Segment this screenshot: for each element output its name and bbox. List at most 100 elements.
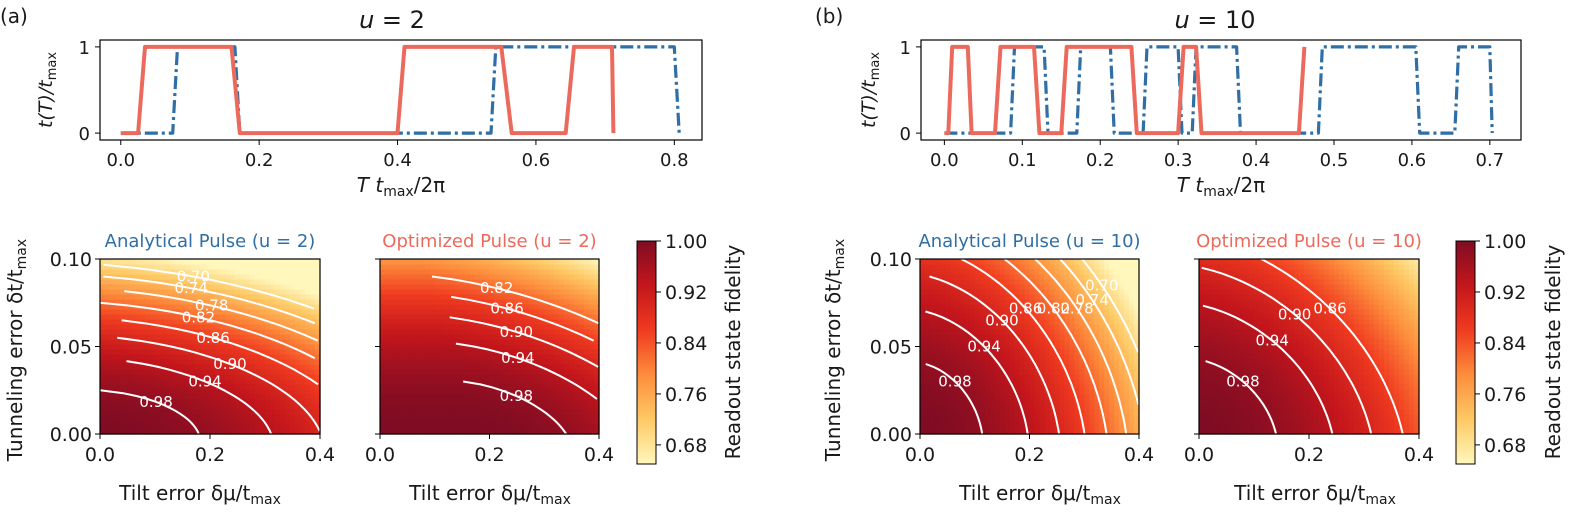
heat-cell <box>1214 404 1220 410</box>
heat-cell <box>489 264 496 270</box>
heat-cell <box>1199 424 1205 430</box>
heat-cell <box>1099 289 1105 295</box>
heat-cell <box>1019 389 1026 395</box>
heat-cell <box>1039 319 1046 325</box>
heat-cell <box>305 399 311 405</box>
heat-cell <box>1229 294 1235 300</box>
heat-cell <box>1024 344 1031 350</box>
heat-cell <box>1204 389 1210 395</box>
contour-label: 0.82 <box>182 308 215 326</box>
heat-cell <box>434 354 441 360</box>
heat-cell <box>519 329 525 335</box>
heat-cell <box>1084 404 1090 410</box>
heat-cell <box>155 374 161 380</box>
heat-cell <box>1204 319 1210 325</box>
heat-cell <box>504 309 511 315</box>
heat-cell <box>1209 329 1215 335</box>
heat-cell <box>409 414 416 420</box>
heat-cell <box>1129 354 1135 360</box>
heat-cell <box>295 264 301 270</box>
heat-cell <box>464 319 471 325</box>
heat-cell <box>265 404 271 410</box>
heat-cell <box>504 344 511 350</box>
heat-cell <box>280 359 286 365</box>
heat-cell <box>489 409 496 415</box>
heat-cell <box>1104 409 1110 415</box>
heat-cell <box>1069 409 1075 415</box>
heat-cell <box>424 294 431 300</box>
heat-cell <box>554 319 560 325</box>
heat-cell <box>160 274 166 280</box>
pulse-b-xtick-label: 0.0 <box>930 150 959 171</box>
heat-cell <box>949 414 956 420</box>
heat-cell <box>120 384 126 390</box>
contour-line <box>449 316 599 368</box>
heat-cell <box>1019 414 1026 420</box>
heat-cell <box>1014 404 1021 410</box>
heat-cell <box>1099 264 1105 270</box>
heat-cell <box>160 339 166 345</box>
heat-cell <box>205 359 211 365</box>
heat-cell <box>285 404 291 410</box>
heat-cell <box>1064 279 1070 285</box>
heat-cell <box>1029 389 1036 395</box>
heat-cell <box>1229 374 1235 380</box>
heat-cell <box>584 429 590 435</box>
heat-cell <box>524 419 530 425</box>
heat-cell <box>170 294 176 300</box>
heat-cell <box>579 384 585 390</box>
heat-cell <box>210 359 216 365</box>
heat-cell <box>434 289 441 295</box>
heat-cell <box>454 359 461 365</box>
heat-cell <box>215 274 221 280</box>
heat-cell <box>954 354 961 360</box>
heat-cell <box>1224 414 1230 420</box>
heat-cell <box>944 274 951 280</box>
heat-cell <box>135 389 141 395</box>
heat-cell <box>1089 384 1095 390</box>
heat-cell <box>454 409 461 415</box>
heat-cell <box>1049 379 1055 385</box>
heat-cell <box>924 359 931 365</box>
heat-cell <box>964 334 971 340</box>
heat-cell <box>1209 339 1215 345</box>
heat-cell <box>150 274 156 280</box>
heat-cell <box>574 264 580 270</box>
heat-cell <box>459 374 466 380</box>
heat-cell <box>200 409 206 415</box>
heat-cell <box>135 404 141 410</box>
heat-cell <box>1214 384 1220 390</box>
heat-cell <box>175 374 181 380</box>
heat-cell <box>459 389 466 395</box>
heat-cell <box>524 259 530 265</box>
heat-cell <box>504 269 511 275</box>
heat-cell <box>1074 364 1080 370</box>
heat-cell <box>929 264 936 270</box>
heat-cell <box>984 284 991 290</box>
heat-cell <box>489 414 496 420</box>
heat-cell <box>230 329 236 335</box>
heat-cell <box>589 414 595 420</box>
heat-cell <box>120 429 126 435</box>
heat-cell <box>449 429 456 435</box>
heat-cell <box>245 324 251 330</box>
heat-cell <box>110 309 116 315</box>
heat-cell <box>240 384 246 390</box>
heat-cell <box>285 264 291 270</box>
heat-cell <box>399 394 406 400</box>
heat-cell <box>160 379 166 385</box>
heat-cell <box>1059 404 1065 410</box>
heat-cell <box>474 279 481 285</box>
heat-cell <box>100 389 106 395</box>
heat-cell <box>384 269 391 275</box>
heat-cell <box>999 374 1006 380</box>
heat-cell <box>439 424 446 430</box>
heat-cell <box>544 284 550 290</box>
heat-cell <box>429 294 436 300</box>
heat-cell <box>554 414 560 420</box>
heat-cell <box>584 374 590 380</box>
heat-cell <box>245 279 251 285</box>
heat-cell <box>1229 299 1235 305</box>
heat-cell <box>949 339 956 345</box>
heat-cell <box>584 264 590 270</box>
